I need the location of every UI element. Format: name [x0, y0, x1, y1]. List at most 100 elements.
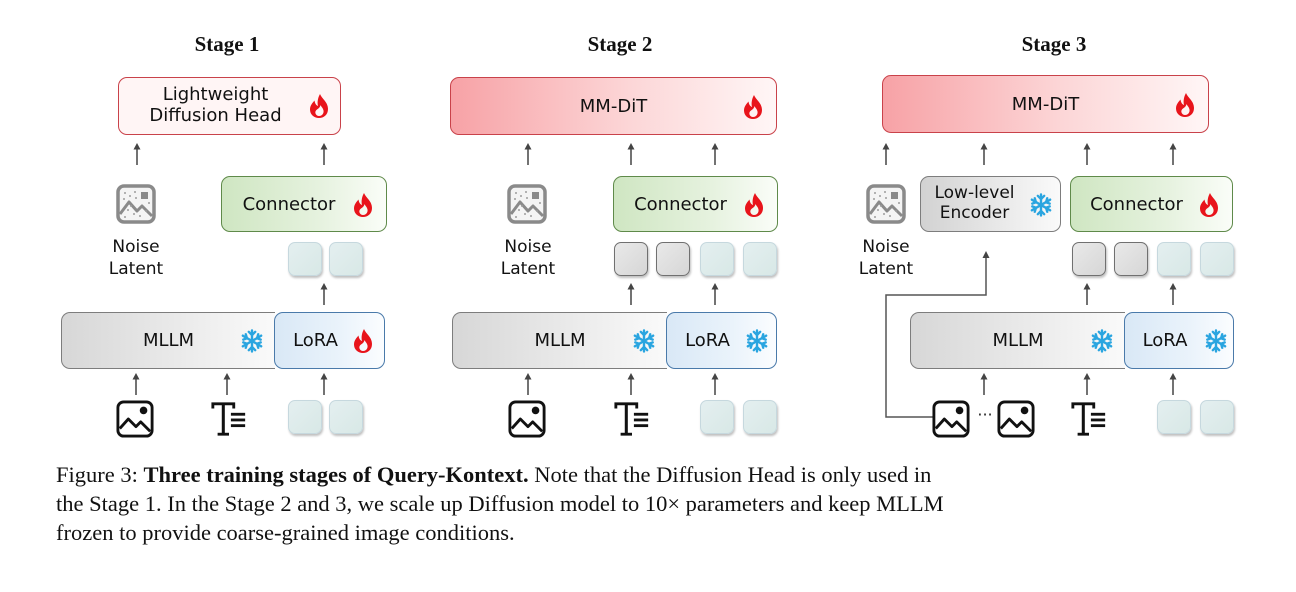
caption-line-1: Figure 3: Three training stages of Query… [56, 460, 1246, 489]
query-token [743, 400, 777, 434]
arrow-up-icon [319, 143, 329, 165]
arrow-up-icon [319, 373, 329, 395]
arrow-up-icon [626, 373, 636, 395]
caption-line-2: the Stage 1. In the Stage 2 and 3, we sc… [56, 491, 944, 516]
query-token [1157, 400, 1191, 434]
query-token [329, 400, 363, 434]
snowflake-icon [241, 328, 263, 354]
mllm-label: MLLM [142, 330, 195, 351]
mm-dit-block: MM-DiT [450, 77, 777, 135]
flame-icon [352, 328, 374, 354]
noise-label-line1: Noise [112, 237, 160, 257]
text-input-icon [1070, 400, 1108, 438]
lightweight-diffusion-head-block: Lightweight Diffusion Head [118, 77, 341, 135]
arrow-up-icon [222, 373, 232, 395]
query-token [700, 242, 734, 276]
arrow-up-icon [1082, 283, 1092, 305]
arrow-up-icon [1082, 373, 1092, 395]
image-input-icon [932, 400, 970, 438]
noise-latent-icon [866, 184, 906, 224]
snowflake-icon [633, 328, 655, 354]
flame-icon [352, 192, 374, 218]
connector-label: Connector [242, 193, 336, 215]
query-token [1157, 242, 1191, 276]
mllm-label: MLLM [534, 330, 586, 351]
arrow-up-icon [881, 143, 891, 165]
arrow-up-icon [523, 373, 533, 395]
noise-latent-label: Noise Latent [91, 236, 181, 280]
image-input-icon [997, 400, 1035, 438]
query-token [329, 242, 363, 276]
flame-icon [1174, 92, 1196, 118]
arrow-up-icon [710, 283, 720, 305]
image-input-icon [508, 400, 546, 438]
mllm-label: MLLM [992, 330, 1044, 351]
ellipsis: ··· [977, 405, 993, 424]
query-token [288, 400, 322, 434]
caption-line1-rest: Note that the Diffusion Head is only use… [528, 462, 932, 487]
noise-label-line1: Noise [504, 237, 552, 257]
lora-block: LoRA [666, 312, 777, 369]
stage-1-title: Stage 1 [194, 32, 260, 56]
text-input-icon [613, 400, 651, 438]
arrow-up-icon [1082, 143, 1092, 165]
diffusion-head-label-line2: Diffusion Head [149, 105, 282, 126]
arrow-up-icon [626, 283, 636, 305]
image-token [1114, 242, 1148, 276]
arrow-up-icon [1168, 143, 1178, 165]
caption-prefix: Figure 3: [56, 462, 144, 487]
query-token [743, 242, 777, 276]
arrow-up-icon [131, 373, 141, 395]
image-input-icon [116, 400, 154, 438]
noise-latent-icon [116, 184, 156, 224]
arrow-up-icon [979, 373, 989, 395]
arrow-up-icon [1168, 373, 1178, 395]
arrow-up-icon [710, 373, 720, 395]
stage-3-title: Stage 3 [1021, 32, 1087, 56]
arrow-up-icon [1168, 283, 1178, 305]
mllm-block: MLLM [61, 312, 275, 369]
snowflake-icon [1205, 328, 1227, 354]
encoder-label-line1: Low-level [934, 183, 1015, 204]
query-token [1200, 242, 1234, 276]
flame-icon [743, 192, 765, 218]
image-token [1072, 242, 1106, 276]
arrow-up-icon [626, 143, 636, 165]
lora-label: LoRA [293, 330, 338, 351]
caption-line-3: frozen to provide coarse-grained image c… [56, 520, 515, 545]
encoder-label-line2: Encoder [939, 203, 1010, 223]
mm-dit-block: MM-DiT [882, 75, 1209, 133]
lora-label: LoRA [685, 330, 730, 351]
image-token [656, 242, 690, 276]
arrow-up-icon [132, 143, 142, 165]
noise-label-line2: Latent [108, 259, 164, 280]
flame-icon [1198, 192, 1220, 218]
flame-icon [308, 93, 330, 119]
noise-latent-label: Noise Latent [483, 236, 573, 280]
image-token [614, 242, 648, 276]
flame-icon [742, 94, 764, 120]
noise-latent-icon [507, 184, 547, 224]
snowflake-icon [1030, 192, 1052, 218]
lora-block: LoRA [274, 312, 385, 369]
connector-block: Connector [1070, 176, 1233, 232]
low-level-encoder-block: Low-level Encoder [920, 176, 1061, 232]
caption-title: Three training stages of Query-Kontext. [143, 462, 529, 487]
query-token [288, 242, 322, 276]
lora-block: LoRA [1124, 312, 1234, 369]
arrow-up-icon [979, 143, 989, 165]
query-token [700, 400, 734, 434]
mllm-block: MLLM [910, 312, 1125, 369]
lora-label: LoRA [1142, 330, 1188, 351]
skip-connection-line [885, 251, 990, 418]
arrow-up-icon [319, 283, 329, 305]
mm-dit-label: MM-DiT [1011, 93, 1080, 115]
noise-label-line1: Noise [862, 237, 910, 257]
stage-2-title: Stage 2 [587, 32, 653, 56]
noise-label-line2: Latent [858, 259, 914, 280]
connector-label: Connector [634, 193, 727, 215]
snowflake-icon [746, 328, 768, 354]
noise-label-line2: Latent [500, 259, 556, 280]
connector-label: Connector [1090, 193, 1183, 215]
query-token [1200, 400, 1234, 434]
